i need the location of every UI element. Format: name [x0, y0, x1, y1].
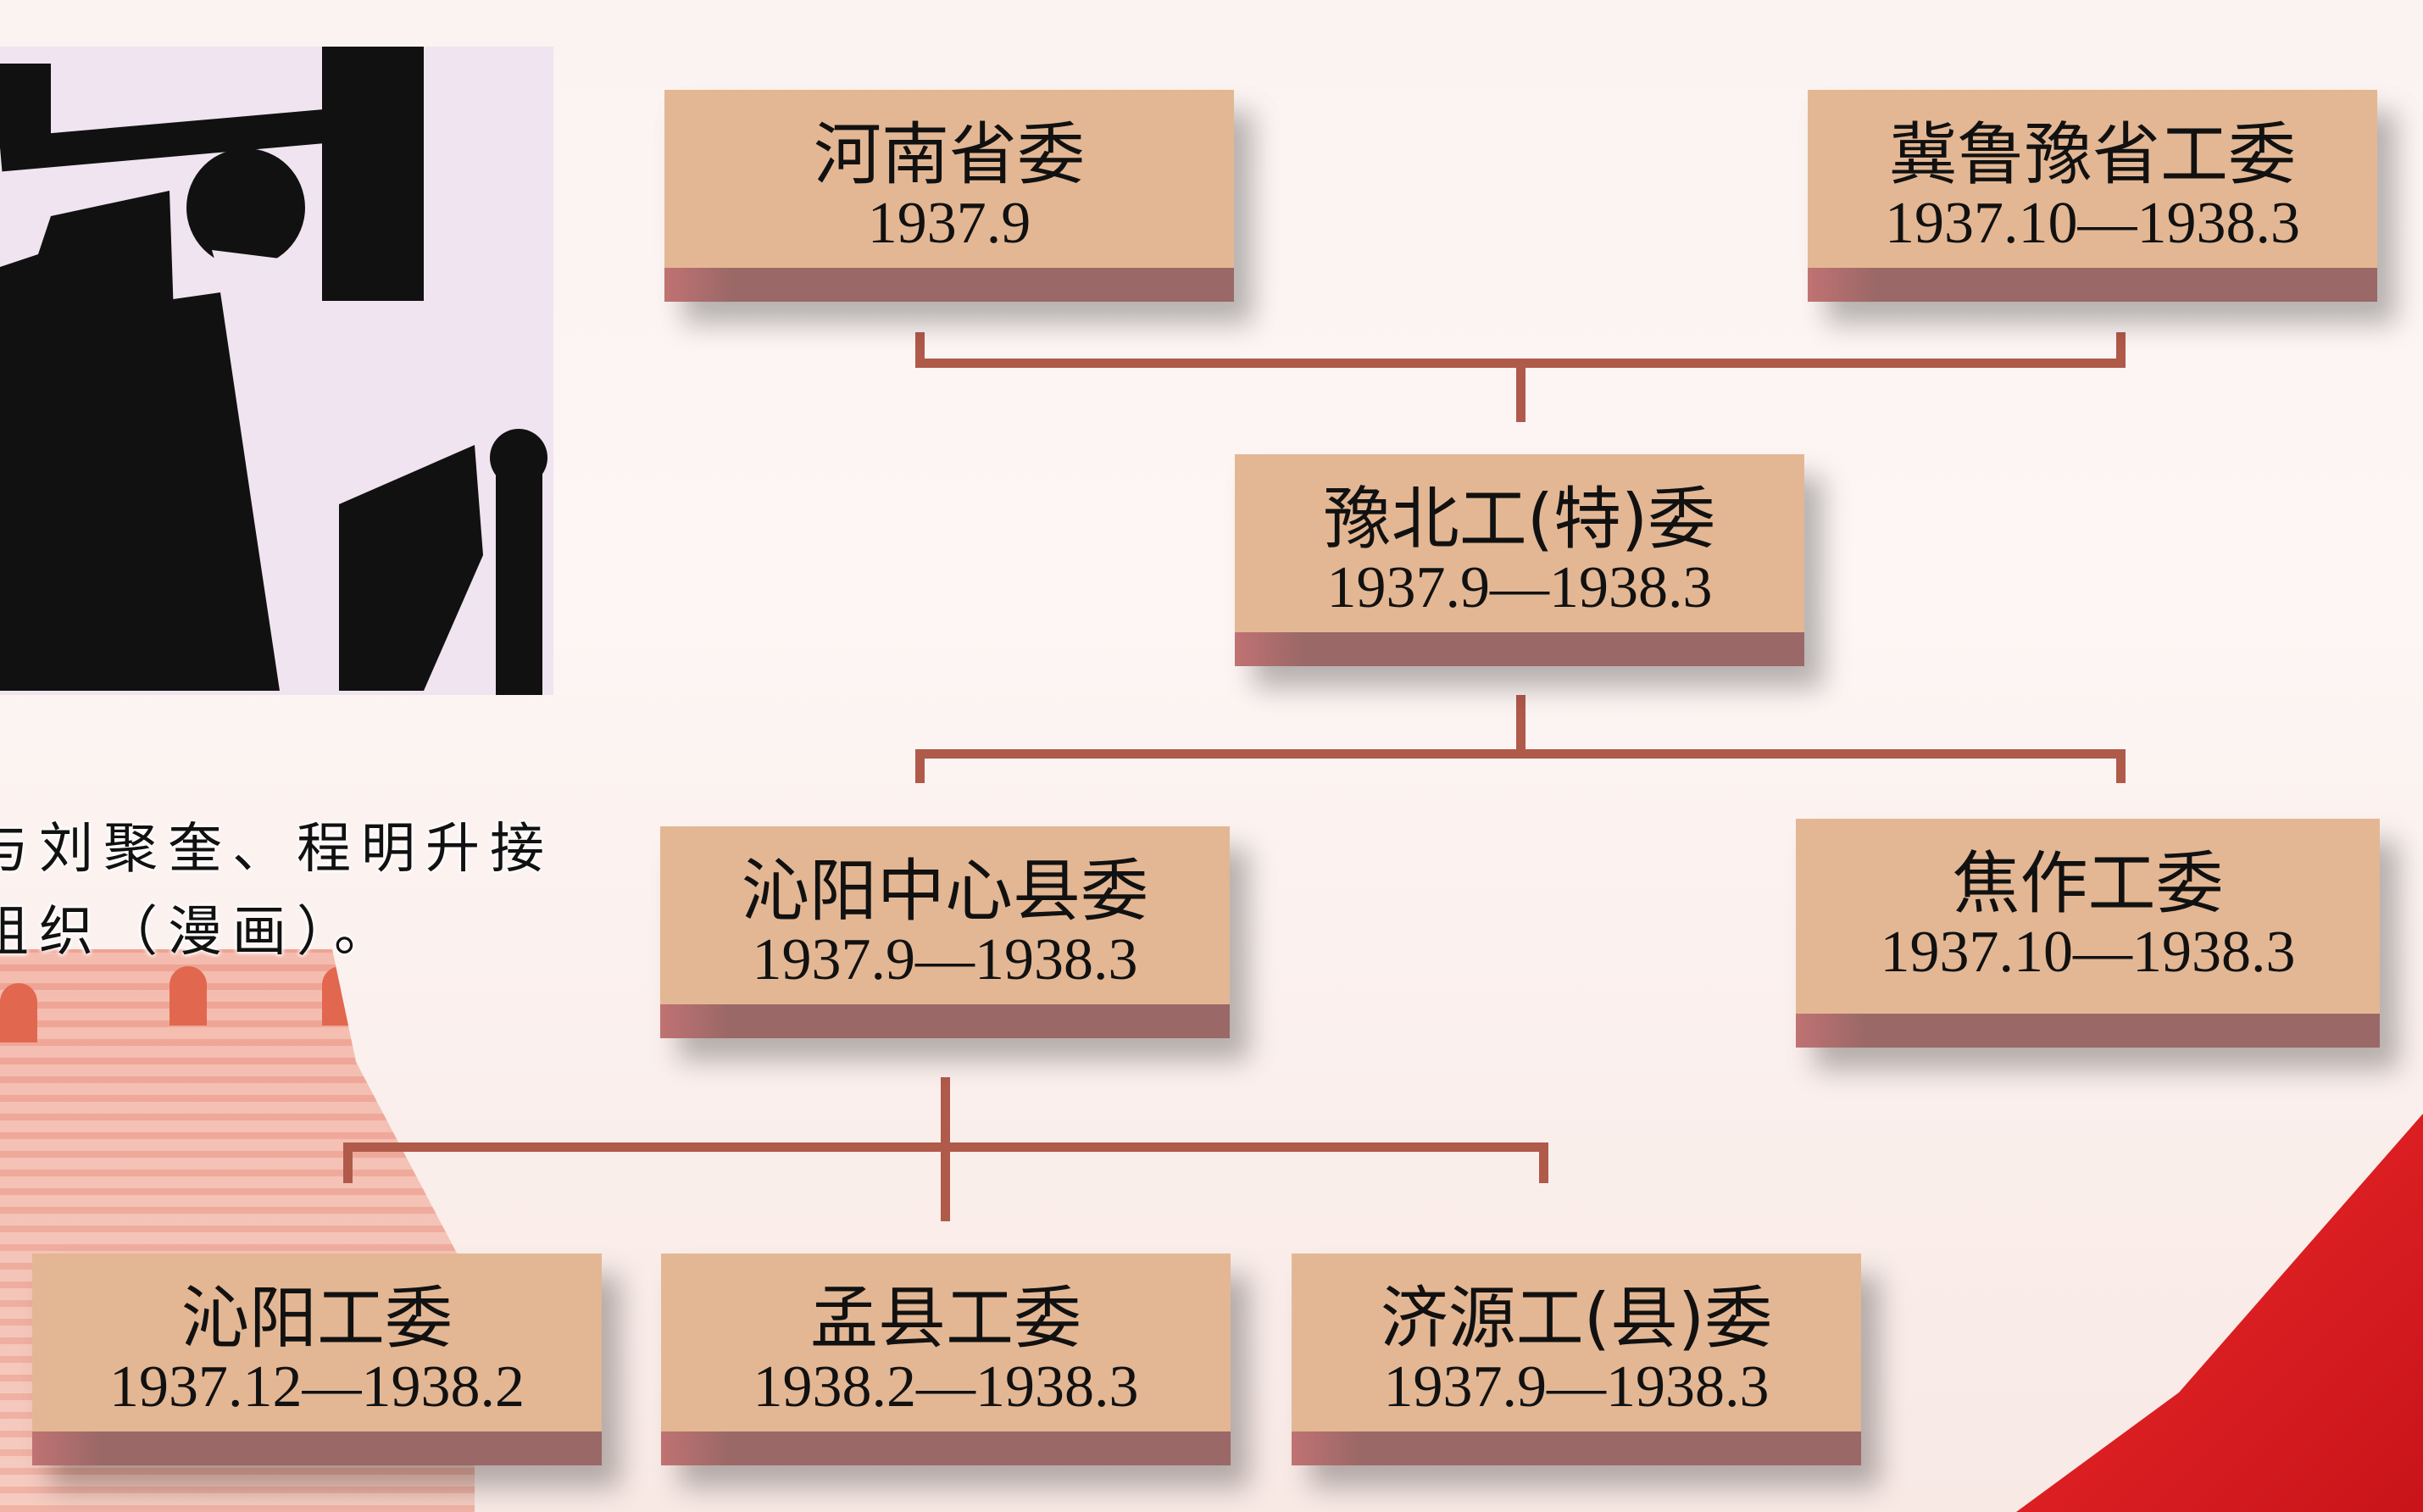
caption-line-2: 组织（漫画）。: [0, 901, 398, 964]
org-name: 沁阳中心县委: [742, 852, 1148, 931]
caption-line-1: 与刘聚奎、程明升接: [0, 818, 554, 881]
org-name: 河南省委: [814, 115, 1085, 194]
org-box-qinyang-central: 沁阳中心县委 1937.9—1938.3: [660, 826, 1230, 1038]
org-name: 沁阳工委: [181, 1279, 453, 1358]
org-box-jiaozuo: 焦作工委 1937.10—1938.3: [1796, 819, 2380, 1048]
red-flag-decoration: [2016, 1114, 2423, 1512]
org-date: 1937.9—1938.3: [1383, 1354, 1770, 1420]
org-name: 焦作工委: [1952, 844, 2224, 923]
org-date: 1937.9—1938.3: [752, 927, 1138, 992]
org-name: 冀鲁豫省工委: [1889, 115, 2296, 194]
org-date: 1937.10—1938.3: [1885, 191, 2300, 256]
org-date: 1937.10—1938.3: [1880, 920, 2296, 985]
org-box-yubei: 豫北工(特)委 1937.9—1938.3: [1235, 454, 1804, 666]
comic-illustration: [0, 47, 553, 695]
org-box-mengxian: 孟县工委 1938.2—1938.3: [661, 1254, 1231, 1465]
org-name: 济源工(县)委: [1380, 1279, 1773, 1358]
org-date: 1937.9—1938.3: [1326, 555, 1713, 620]
org-date: 1937.9: [867, 191, 1031, 256]
org-date: 1938.2—1938.3: [753, 1354, 1139, 1420]
org-box-jiyuan: 济源工(县)委 1937.9—1938.3: [1292, 1254, 1861, 1465]
org-box-henan-provincial: 河南省委 1937.9: [664, 90, 1234, 302]
org-box-qinyang: 沁阳工委 1937.12—1938.2: [32, 1254, 602, 1465]
org-name: 孟县工委: [810, 1279, 1081, 1358]
org-name: 豫北工(特)委: [1323, 480, 1716, 559]
org-box-jiluyu: 冀鲁豫省工委 1937.10—1938.3: [1808, 90, 2377, 302]
org-date: 1937.12—1938.2: [109, 1354, 525, 1420]
